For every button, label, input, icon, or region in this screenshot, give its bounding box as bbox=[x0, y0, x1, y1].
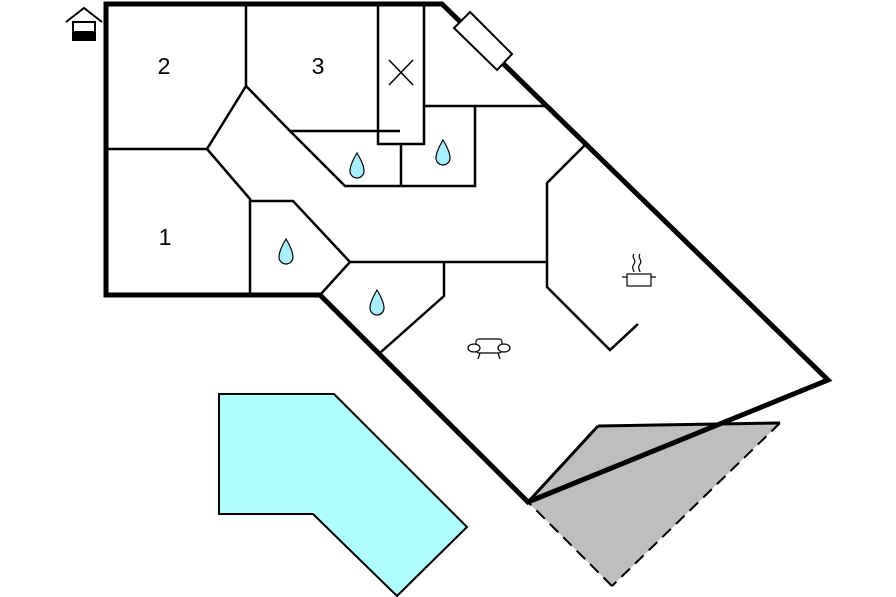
water-drop-icon bbox=[349, 151, 365, 179]
chimney-x-icon bbox=[388, 59, 414, 86]
water-drop-icon bbox=[369, 288, 385, 316]
water-drop-icon bbox=[278, 237, 294, 265]
interior-walls bbox=[106, 2, 639, 353]
room-label-3: 3 bbox=[312, 53, 325, 79]
cooking-pot-icon bbox=[622, 253, 656, 287]
room-label-1: 1 bbox=[159, 224, 172, 250]
water-drop-icon bbox=[435, 138, 451, 166]
room-label-2: 2 bbox=[158, 53, 171, 79]
swimming-pool bbox=[218, 393, 469, 597]
outer-walls bbox=[103, 1, 833, 505]
sofa-icon bbox=[467, 338, 511, 360]
house-entrance-icon bbox=[65, 6, 103, 41]
terrace-dashed-edge bbox=[527, 501, 613, 587]
terrace-edge bbox=[597, 421, 781, 428]
terrace-edge bbox=[526, 424, 600, 504]
terrace-area bbox=[528, 423, 780, 586]
terrace-dashed-edge bbox=[611, 422, 781, 587]
window bbox=[452, 10, 514, 72]
